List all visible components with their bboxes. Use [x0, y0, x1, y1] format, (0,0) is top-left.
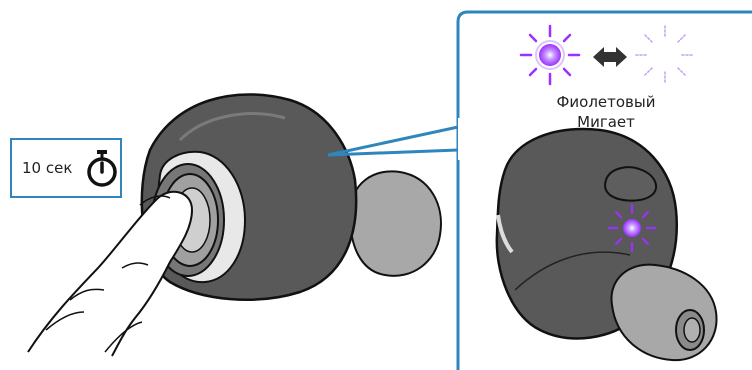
- callout-connector: [328, 127, 458, 155]
- led-color-label: Фиолетовый: [540, 92, 672, 112]
- left-ear-tip: [350, 171, 441, 275]
- timer-label: 10 сек: [22, 159, 72, 177]
- right-earbud: [497, 129, 717, 360]
- right-ear-tip: [611, 265, 716, 360]
- stopwatch-icon: [86, 148, 118, 188]
- earbud-led-icon: [609, 205, 655, 251]
- led-on-icon: [521, 26, 579, 84]
- timer-callout: 10 сек: [10, 138, 122, 198]
- led-state-label: Мигает: [540, 112, 672, 132]
